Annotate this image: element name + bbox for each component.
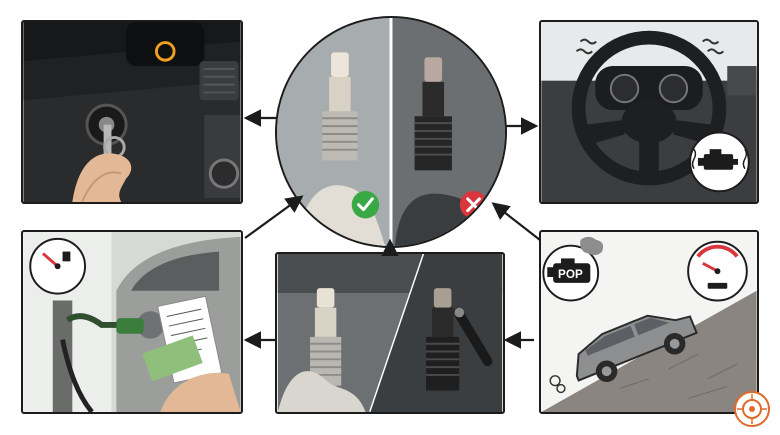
arrow-fuel-to-center (244, 195, 304, 239)
panel-uphill-car: POP (539, 230, 759, 414)
ignition-illustration (23, 22, 241, 202)
good-spark-plug-icon (322, 52, 358, 161)
bad-spark-plug-icon (414, 57, 452, 171)
vibration-icon (575, 38, 725, 55)
arrow-uphill-to-center (491, 202, 541, 241)
hand-icon (72, 153, 132, 202)
spark-plug-closeup (277, 254, 503, 412)
brand-logo (734, 391, 770, 427)
fuel-illustration (23, 232, 241, 412)
check-engine-icon (697, 149, 739, 170)
panel-spark-plugs (275, 252, 505, 414)
panel-ignition (21, 20, 243, 204)
car-icon (575, 314, 698, 383)
engine-warning-light-icon (154, 41, 176, 62)
fouled-spark-plug-icon (426, 288, 460, 391)
spark-plug-comparison (275, 16, 507, 248)
uphill-illustration: POP (541, 232, 757, 412)
pop-engine-icon (547, 258, 591, 283)
check-icon (351, 190, 380, 219)
panel-fuel (21, 230, 243, 414)
fuel-nozzle-icon (116, 318, 144, 334)
money-icon (142, 335, 203, 382)
panel-steering-wheel (539, 20, 759, 204)
steering-illustration (541, 22, 757, 202)
pop-label: POP (558, 268, 583, 281)
